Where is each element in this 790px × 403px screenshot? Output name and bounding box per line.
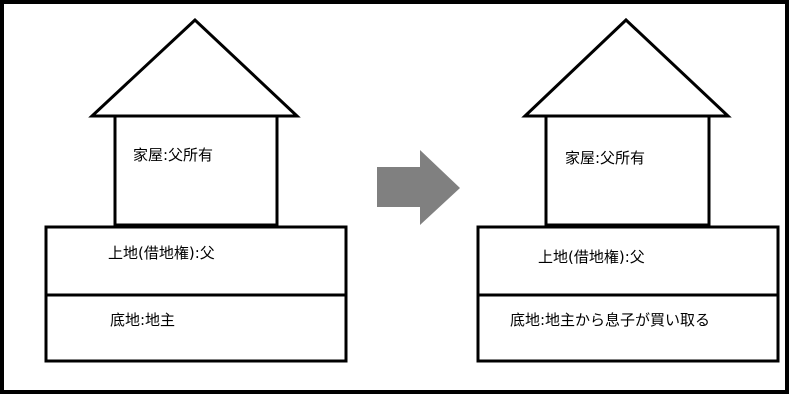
before-house-label: 家屋:父所有 [133,146,214,164]
after-roof [521,17,732,118]
before-house [44,17,348,363]
before-house-body [113,114,279,227]
after-house-body [544,114,711,227]
after-house-label: 家屋:父所有 [565,149,646,167]
before-land-label: 底地:地主 [110,311,176,329]
before-roof [88,17,301,118]
after-leasehold-label: 上地(借地権):父 [538,248,645,266]
after-land-label: 底地:地主から息子が買い取る [510,311,711,329]
after-house [476,17,780,363]
before-leasehold-label: 上地(借地権):父 [108,244,215,262]
outer-frame [0,0,789,394]
arrow-right-icon [377,150,460,225]
